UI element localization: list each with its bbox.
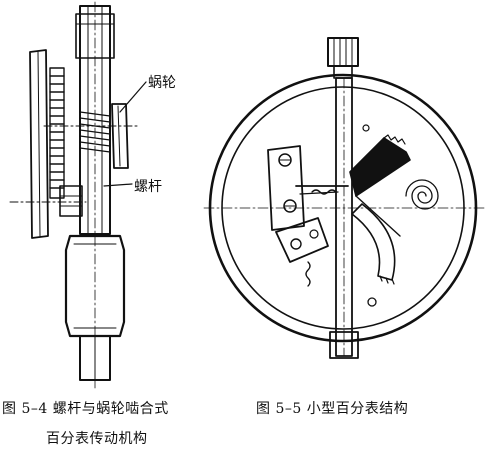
screw-4 bbox=[309, 229, 319, 239]
label-worm: 螺杆 bbox=[134, 179, 162, 195]
screw-3 bbox=[290, 238, 302, 250]
spring-upper bbox=[311, 189, 337, 195]
sector-gear bbox=[349, 137, 411, 197]
worm-gear-mechanism-drawing bbox=[9, 1, 147, 389]
spindle-top-collar bbox=[75, 13, 115, 59]
spindle-lower-housing bbox=[64, 234, 126, 338]
lower-stem bbox=[329, 331, 359, 359]
lever-plate bbox=[275, 217, 329, 263]
screw-2 bbox=[283, 199, 297, 213]
leader-worm-gear bbox=[119, 81, 147, 113]
hair-spring bbox=[405, 179, 439, 210]
caption-figure-5-5: 图 5–5 小型百分表结构 bbox=[256, 401, 409, 417]
label-worm-gear: 蜗轮 bbox=[148, 75, 176, 91]
pinion bbox=[59, 185, 83, 217]
screw-1 bbox=[278, 153, 292, 167]
stem-knob bbox=[327, 37, 359, 67]
screw-5 bbox=[367, 297, 377, 307]
dial-indicator-drawing bbox=[203, 37, 485, 359]
caption-figure-5-4-line1: 图 5–4 螺杆与蜗轮啮合式 bbox=[2, 401, 169, 417]
worm-gear-wheel bbox=[111, 103, 129, 169]
link-rod bbox=[355, 195, 401, 237]
caption-figure-5-4-line2: 百分表传动机构 bbox=[46, 431, 148, 447]
leader-worm bbox=[103, 183, 133, 187]
left-bracket-plate bbox=[267, 145, 305, 231]
lower-gear-arc bbox=[351, 203, 396, 281]
gear-plate-left bbox=[29, 49, 49, 239]
gear-teeth-column bbox=[49, 67, 65, 199]
screw-6 bbox=[362, 124, 370, 132]
spring-lower bbox=[305, 261, 311, 287]
